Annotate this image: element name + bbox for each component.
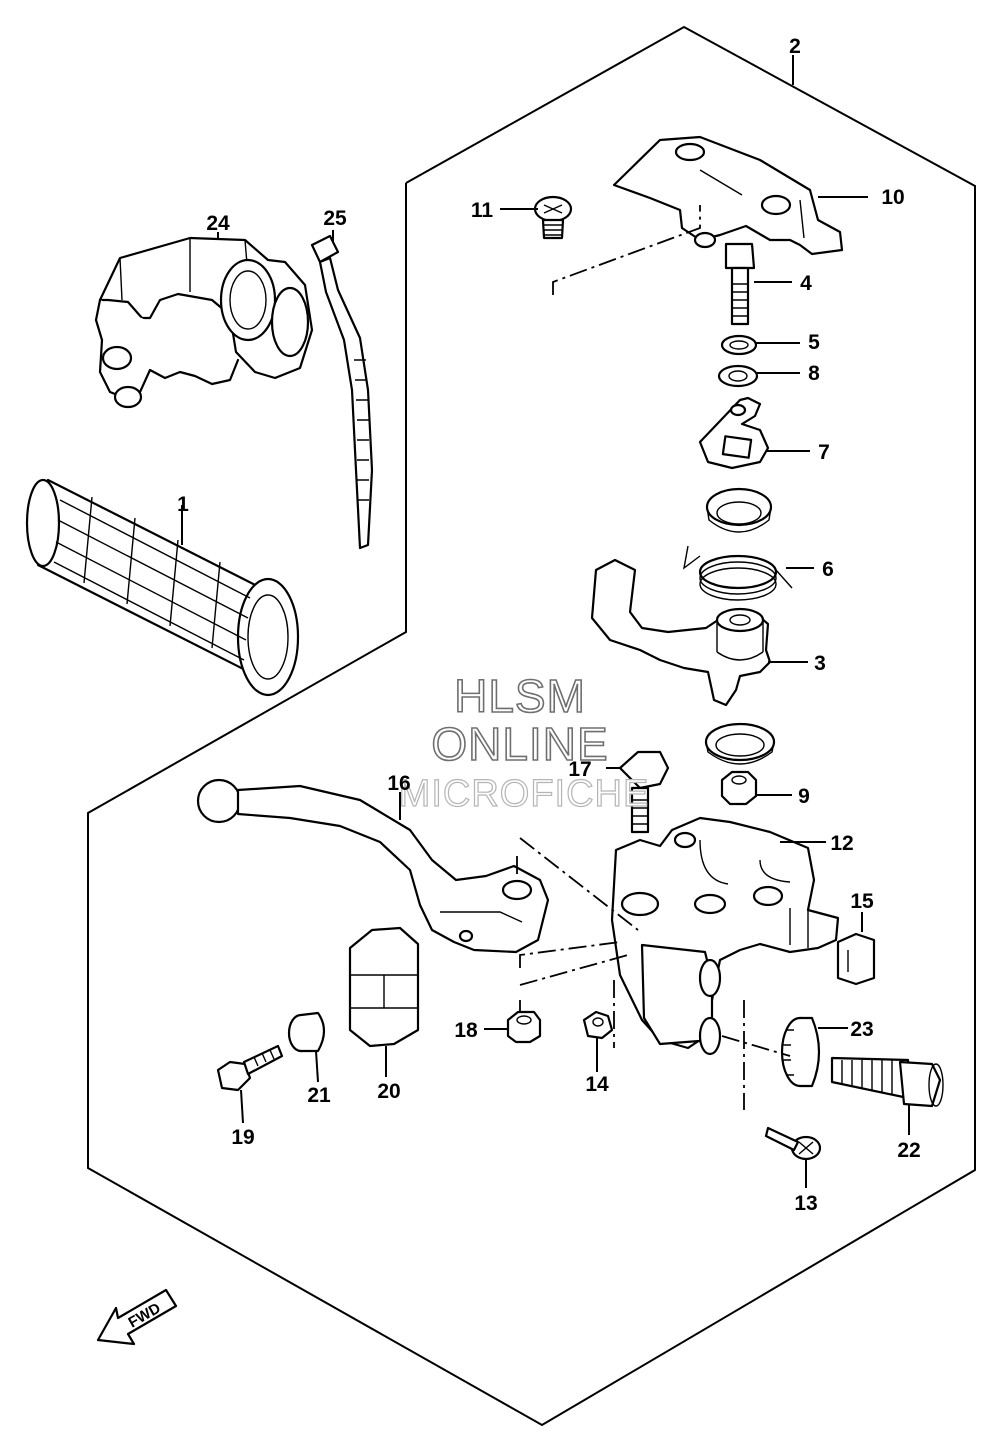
part-5-washer[interactable] (720, 334, 758, 356)
part-7-plate[interactable] (698, 396, 770, 470)
fwd-arrow: FWD (96, 1288, 178, 1346)
watermark-line2: ONLINE (431, 718, 608, 770)
watermark-line3: MICROFICHE (399, 773, 650, 815)
callout-22: 22 (897, 1139, 920, 1162)
callout-3: 3 (814, 652, 826, 675)
alignment-lines (516, 205, 791, 1110)
assembly-outline (87, 25, 976, 1427)
callout-labels: 1 2 3 4 5 6 7 8 9 10 11 12 13 14 15 16 1… (177, 35, 921, 1215)
callout-5: 5 (808, 331, 820, 354)
watermark-line1: HLSM (454, 670, 586, 722)
part-10-upper-clamp[interactable] (612, 135, 844, 256)
bushing-upper[interactable] (705, 487, 773, 533)
callout-23: 23 (850, 1018, 873, 1041)
part-13-screw[interactable] (764, 1126, 822, 1161)
part-25-cable-tie[interactable] (310, 234, 374, 550)
callout-25: 25 (323, 207, 347, 230)
callout-11: 11 (471, 199, 494, 222)
part-4-bolt[interactable] (724, 242, 756, 326)
callout-15: 15 (850, 890, 874, 913)
part-11-screw[interactable] (533, 195, 573, 240)
part-17-bolt[interactable] (618, 750, 670, 834)
callout-9: 9 (798, 785, 810, 808)
callout-8: 8 (808, 362, 820, 385)
part-23-lock-nut[interactable] (780, 1016, 821, 1088)
part-18-nut[interactable] (506, 1010, 542, 1044)
callout-12: 12 (830, 832, 853, 855)
part-6-spring[interactable] (682, 545, 793, 601)
part-8-wave-washer[interactable] (717, 364, 759, 388)
callout-7: 7 (818, 441, 830, 464)
part-15-cap[interactable] (836, 932, 876, 986)
part-14-nut[interactable] (582, 1010, 614, 1040)
callout-1: 1 (177, 493, 189, 516)
part-1-grip[interactable] (25, 478, 300, 697)
callout-2: 2 (789, 35, 801, 58)
callout-24: 24 (206, 212, 230, 235)
part-20-clamp[interactable] (348, 926, 420, 1048)
callout-17: 17 (568, 758, 591, 781)
part-12-lever-holder[interactable] (610, 816, 840, 1056)
callout-6: 6 (822, 558, 834, 581)
callout-21: 21 (307, 1084, 331, 1107)
callout-19: 19 (231, 1126, 254, 1149)
bushing-lower[interactable] (704, 722, 776, 765)
part-9-nut[interactable] (720, 770, 758, 806)
part-22-adjuster[interactable] (830, 1056, 944, 1108)
leader-lines (181, 55, 910, 1188)
part-3-choke-lever[interactable] (590, 558, 772, 707)
callout-14: 14 (585, 1073, 609, 1096)
watermark: HLSM ONLINE MICROFICHE (398, 669, 650, 815)
callout-16: 16 (387, 772, 410, 795)
callout-10: 10 (881, 186, 904, 209)
part-16-clutch-lever[interactable] (196, 778, 550, 954)
callout-18: 18 (454, 1019, 478, 1042)
part-24-switch-housing[interactable] (94, 236, 314, 409)
part-19-bolt[interactable] (216, 1044, 284, 1092)
callout-4: 4 (800, 272, 812, 295)
callout-13: 13 (794, 1192, 817, 1215)
part-21-collar[interactable] (287, 1011, 326, 1053)
callout-20: 20 (377, 1080, 400, 1103)
